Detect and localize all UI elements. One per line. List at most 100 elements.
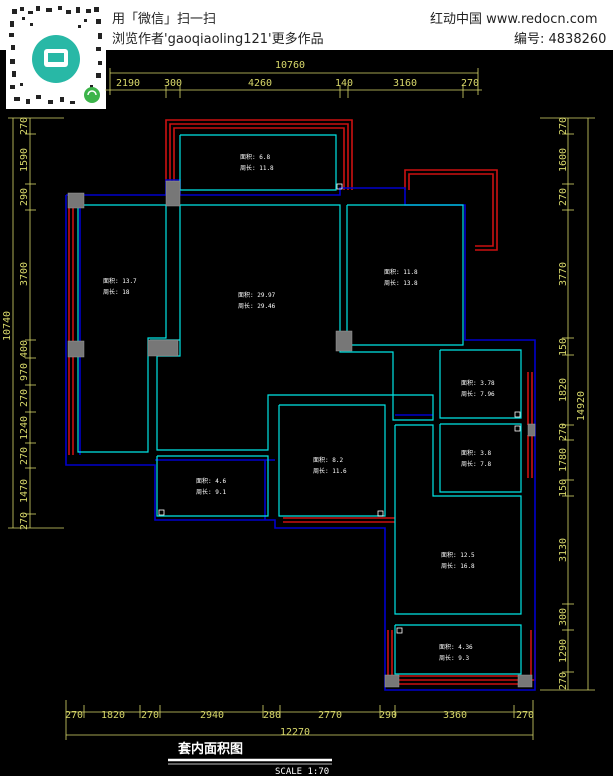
dim-top-total: 10760 [275, 60, 305, 71]
dim-left-2: 290 [19, 188, 30, 206]
dim-top-row: 2190 300 4260 140 3160 270 [116, 78, 479, 89]
room-outline-4 [439, 349, 522, 419]
dim-right-6: 270 [558, 423, 569, 441]
room-outlines [77, 134, 522, 675]
room-area-label: 面积: 8.2 [313, 456, 343, 464]
dim-right-11: 1290 [558, 639, 569, 663]
dim-left-10: 270 [19, 512, 30, 530]
wechat-qr-code[interactable] [6, 3, 106, 109]
room-area-label: 面积: 13.7 [103, 277, 137, 285]
dim-left-7: 1240 [19, 416, 30, 440]
dim-bottom-7: 3360 [443, 710, 467, 721]
dim-right-8: 150 [558, 479, 569, 497]
room-outline-9 [394, 624, 522, 675]
dim-bottom-total: 12270 [280, 727, 310, 738]
dim-left-total: 10740 [2, 311, 13, 341]
room-label-8: 面积: 12.5 周长: 16.8 [441, 551, 475, 570]
room-area-label: 面积: 4.6 [196, 477, 226, 485]
dim-bottom-2: 270 [141, 710, 159, 721]
dim-left-4: 400 [19, 340, 30, 358]
room-outline-8 [394, 424, 522, 615]
wechat-scan-text: 用「微信」扫一扫 [112, 12, 217, 27]
dim-bottom-3: 2940 [200, 710, 224, 721]
scale-label: SCALE 1:70 [275, 767, 329, 776]
room-outline-3 [346, 204, 464, 346]
dim-right-10: 300 [558, 608, 569, 626]
dim-bottom-5: 2770 [318, 710, 342, 721]
room-label-2: 面积: 29.97 周长: 29.46 [238, 291, 276, 310]
room-outline-1 [77, 204, 167, 453]
room-perimeter-label: 周长: 16.8 [441, 562, 475, 570]
dim-right-9: 3130 [558, 538, 569, 562]
room-outline-7 [278, 404, 386, 517]
room-area-label: 面积: 6.8 [240, 153, 270, 161]
room-perimeter-label: 周长: 7.96 [461, 390, 495, 398]
room-label-0: 面积: 6.8 周长: 11.8 [240, 153, 274, 172]
dim-bottom-row: 270 1820 270 2940 280 2770 290 3360 270 [65, 710, 534, 721]
dim-right-7: 1780 [558, 448, 569, 472]
room-perimeter-label: 周长: 11.8 [240, 164, 274, 172]
room-perimeter-label: 周长: 11.6 [313, 467, 347, 475]
dim-bottom-8: 270 [516, 710, 534, 721]
dim-right-4: 150 [558, 338, 569, 356]
dim-left-1: 1590 [19, 148, 30, 172]
room-perimeter-label: 周长: 29.46 [238, 302, 276, 310]
room-outline-2 [156, 204, 434, 451]
room-label-3: 面积: 11.8 周长: 13.8 [384, 268, 418, 287]
site-name[interactable]: 红动中国 www.redocn.com [430, 12, 598, 27]
dim-top-4: 3160 [393, 78, 417, 89]
dim-right-1: 1600 [558, 148, 569, 172]
drawing-title: 套内面积图 [177, 741, 243, 757]
author-link[interactable]: 浏览作者'gaoqiaoling121'更多作品 [112, 32, 324, 47]
room-outline-5 [439, 423, 522, 493]
room-perimeter-label: 周长: 13.8 [384, 279, 418, 287]
dim-left-8: 270 [19, 447, 30, 465]
dim-right-total: 14920 [576, 391, 587, 421]
dim-left-column: 270 1590 290 3700 400 970 270 1240 270 1… [19, 117, 30, 530]
dim-right-3: 3770 [558, 262, 569, 286]
dim-left-9: 1470 [19, 479, 30, 503]
dim-bottom-4: 280 [263, 710, 281, 721]
room-perimeter-label: 周长: 9.3 [439, 654, 469, 662]
dim-right-5: 1820 [558, 378, 569, 402]
dim-left-6: 270 [19, 389, 30, 407]
room-label-4: 面积: 3.78 周长: 7.96 [461, 379, 495, 398]
dim-right-2: 270 [558, 188, 569, 206]
dim-top-2: 4260 [248, 78, 272, 89]
room-outline-0 [179, 134, 337, 191]
room-area-label: 面积: 3.8 [461, 449, 491, 457]
balcony-walls [68, 119, 536, 685]
image-id: 编号: 4838260 [514, 32, 607, 47]
dim-bottom-1: 1820 [101, 710, 125, 721]
dim-right-column: 270 1600 270 3770 150 1820 270 1780 150 … [558, 117, 569, 690]
room-label-6: 面积: 4.6 周长: 9.1 [196, 477, 226, 496]
room-area-label: 面积: 11.8 [384, 268, 418, 276]
room-perimeter-label: 周长: 18 [103, 288, 130, 296]
room-label-5: 面积: 3.8 周长: 7.8 [461, 449, 491, 468]
drain-symbols [158, 183, 521, 634]
room-label-9: 面积: 4.36 周长: 9.3 [439, 643, 473, 662]
dim-left-0: 270 [19, 117, 30, 135]
dim-left-5: 970 [19, 363, 30, 381]
room-perimeter-label: 周长: 9.1 [196, 488, 226, 496]
room-label-7: 面积: 8.2 周长: 11.6 [313, 456, 347, 475]
room-area-label: 面积: 29.97 [238, 291, 276, 299]
dim-left-3: 3700 [19, 262, 30, 286]
room-perimeter-label: 周长: 7.8 [461, 460, 491, 468]
room-area-label: 面积: 3.78 [461, 379, 495, 387]
room-area-label: 面积: 12.5 [441, 551, 475, 559]
dim-bottom-0: 270 [65, 710, 83, 721]
room-area-label: 面积: 4.36 [439, 643, 473, 651]
structural-columns [67, 180, 536, 688]
dimension-lines [8, 68, 595, 740]
dim-top-1: 300 [164, 78, 182, 89]
dim-top-3: 140 [335, 78, 353, 89]
dim-top-0: 2190 [116, 78, 140, 89]
room-label-1: 面积: 13.7 周长: 18 [103, 277, 137, 296]
dim-bottom-6: 290 [379, 710, 397, 721]
dim-right-12: 270 [558, 672, 569, 690]
dim-right-0: 270 [558, 117, 569, 135]
floor-plan-drawing: 10760 2190 300 4260 140 3160 270 270 182… [2, 60, 595, 776]
room-outline-6 [156, 455, 269, 517]
dim-top-5: 270 [461, 78, 479, 89]
